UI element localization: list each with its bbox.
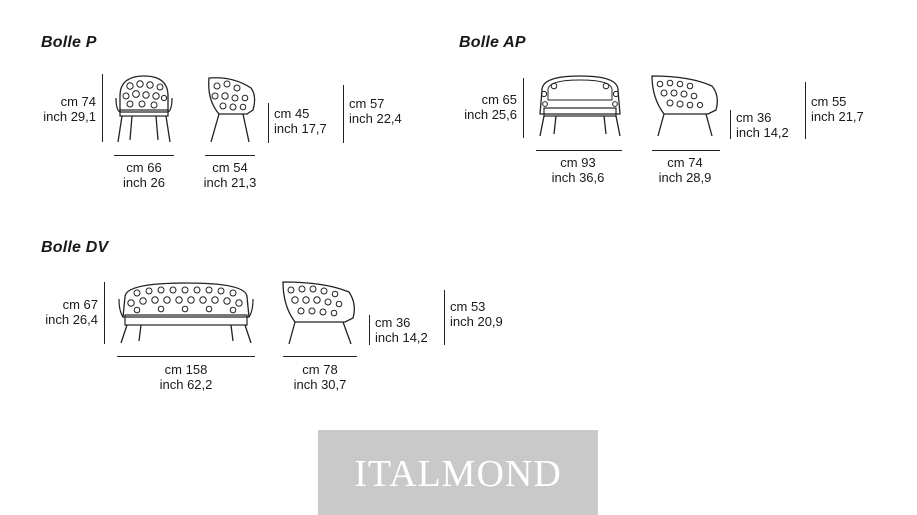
bolle-dv-seat-height-label: cm 36 inch 14,2 <box>375 315 428 345</box>
bolle-p-front-width-inch: inch 26 <box>123 175 165 190</box>
bolle-dv-front-width-line <box>117 356 255 357</box>
bolle-dv-side-depth-cm: cm 78 <box>302 362 338 377</box>
bolle-dv-front-width-inch: inch 62,2 <box>159 377 213 392</box>
bolle-ap-arm-height-cm: cm 55 <box>811 94 847 109</box>
bolle-ap-height-cm: cm 65 <box>481 92 517 107</box>
bolle-ap-front-width-label: cm 93 inch 36,6 <box>538 155 618 185</box>
bolle-p-arm-height-cm: cm 57 <box>349 96 385 111</box>
bolle-dv-side-depth-line <box>283 356 357 357</box>
bolle-dv-front-width-cm: cm 158 <box>164 362 208 377</box>
bolle-dv-arm-height-cm: cm 53 <box>450 299 486 314</box>
bolle-ap-front-width-inch: inch 36,6 <box>551 170 605 185</box>
bolle-p-side-depth-label: cm 54 inch 21,3 <box>190 160 270 190</box>
bolle-dv-seat-height-inch: inch 14,2 <box>375 330 428 345</box>
bolle-p-height-line <box>102 74 103 142</box>
bolle-ap-seat-height-label: cm 36 inch 14,2 <box>736 110 789 140</box>
bolle-p-front-width-cm: cm 66 <box>126 160 162 175</box>
bolle-dv-arm-height-label: cm 53 inch 20,9 <box>450 299 503 329</box>
bolle-dv-seat-height-line <box>369 315 370 345</box>
bolle-p-seat-height-inch: inch 17,7 <box>274 121 327 136</box>
bolle-dv-side-depth-label: cm 78 inch 30,7 <box>280 362 360 392</box>
bolle-ap-arm-height-inch: inch 21,7 <box>811 109 864 124</box>
bolle-p-height-cm: cm 74 <box>60 94 96 109</box>
bolle-ap-side-depth-line <box>652 150 720 151</box>
bolle-p-front-width-label: cm 66 inch 26 <box>104 160 184 190</box>
bolle-p-seat-height-label: cm 45 inch 17,7 <box>274 106 327 136</box>
bolle-ap-side-depth-label: cm 74 inch 28,9 <box>645 155 725 185</box>
bolle-p-side-depth-cm: cm 54 <box>212 160 248 175</box>
bolle-dv-arm-height-inch: inch 20,9 <box>450 314 503 329</box>
bolle-dv-height-cm: cm 67 <box>62 297 98 312</box>
bolle-p-arm-height-label: cm 57 inch 22,4 <box>349 96 402 126</box>
bolle-ap-front-width-cm: cm 93 <box>560 155 596 170</box>
italmond-watermark: ITALMOND <box>318 430 598 515</box>
bolle-p-side-depth-line <box>205 155 255 156</box>
bolle-p-seat-height-cm: cm 45 <box>274 106 310 121</box>
bolle-dv-arm-height-line <box>444 290 445 345</box>
bolle-p-side-depth-inch: inch 21,3 <box>203 175 257 190</box>
bolle-ap-front-drawing <box>539 75 621 137</box>
bolle-dv-height-inch: inch 26,4 <box>45 312 98 327</box>
bolle-dv-height-label: cm 67 inch 26,4 <box>38 297 98 327</box>
bolle-dv-side-depth-inch: inch 30,7 <box>293 377 347 392</box>
bolle-p-front-width-line <box>114 155 174 156</box>
bolle-p-front-drawing <box>115 75 173 143</box>
bolle-dv-title: Bolle DV <box>41 239 109 256</box>
bolle-ap-height-line <box>523 78 524 138</box>
bolle-ap-front-width-line <box>536 150 622 151</box>
bolle-ap-title: Bolle AP <box>459 34 526 51</box>
bolle-dv-front-drawing <box>118 282 254 344</box>
bolle-ap-side-depth-cm: cm 74 <box>667 155 703 170</box>
bolle-ap-seat-height-cm: cm 36 <box>736 110 772 125</box>
bolle-p-arm-height-line <box>343 85 344 143</box>
bolle-p-title: Bolle P <box>41 34 97 51</box>
bolle-ap-seat-height-inch: inch 14,2 <box>736 125 789 140</box>
bolle-ap-height-inch: inch 25,6 <box>464 107 517 122</box>
bolle-p-seat-height-line <box>268 103 269 143</box>
bolle-p-height-inch: inch 29,1 <box>43 109 96 124</box>
bolle-ap-arm-height-label: cm 55 inch 21,7 <box>811 94 864 124</box>
bolle-p-arm-height-inch: inch 22,4 <box>349 111 402 126</box>
bolle-dv-seat-height-cm: cm 36 <box>375 315 411 330</box>
bolle-ap-arm-height-line <box>805 82 806 139</box>
bolle-p-side-drawing <box>208 77 256 143</box>
bolle-dv-side-drawing <box>282 281 355 345</box>
bolle-ap-seat-height-line <box>730 110 731 139</box>
bolle-ap-side-drawing <box>651 75 718 137</box>
bolle-p-height-label: cm 74 inch 29,1 <box>38 94 96 124</box>
watermark-text: ITALMOND <box>354 453 562 495</box>
bolle-ap-side-depth-inch: inch 28,9 <box>658 170 712 185</box>
bolle-dv-front-width-label: cm 158 inch 62,2 <box>146 362 226 392</box>
bolle-dv-height-line <box>104 282 105 344</box>
bolle-ap-height-label: cm 65 inch 25,6 <box>455 92 517 122</box>
